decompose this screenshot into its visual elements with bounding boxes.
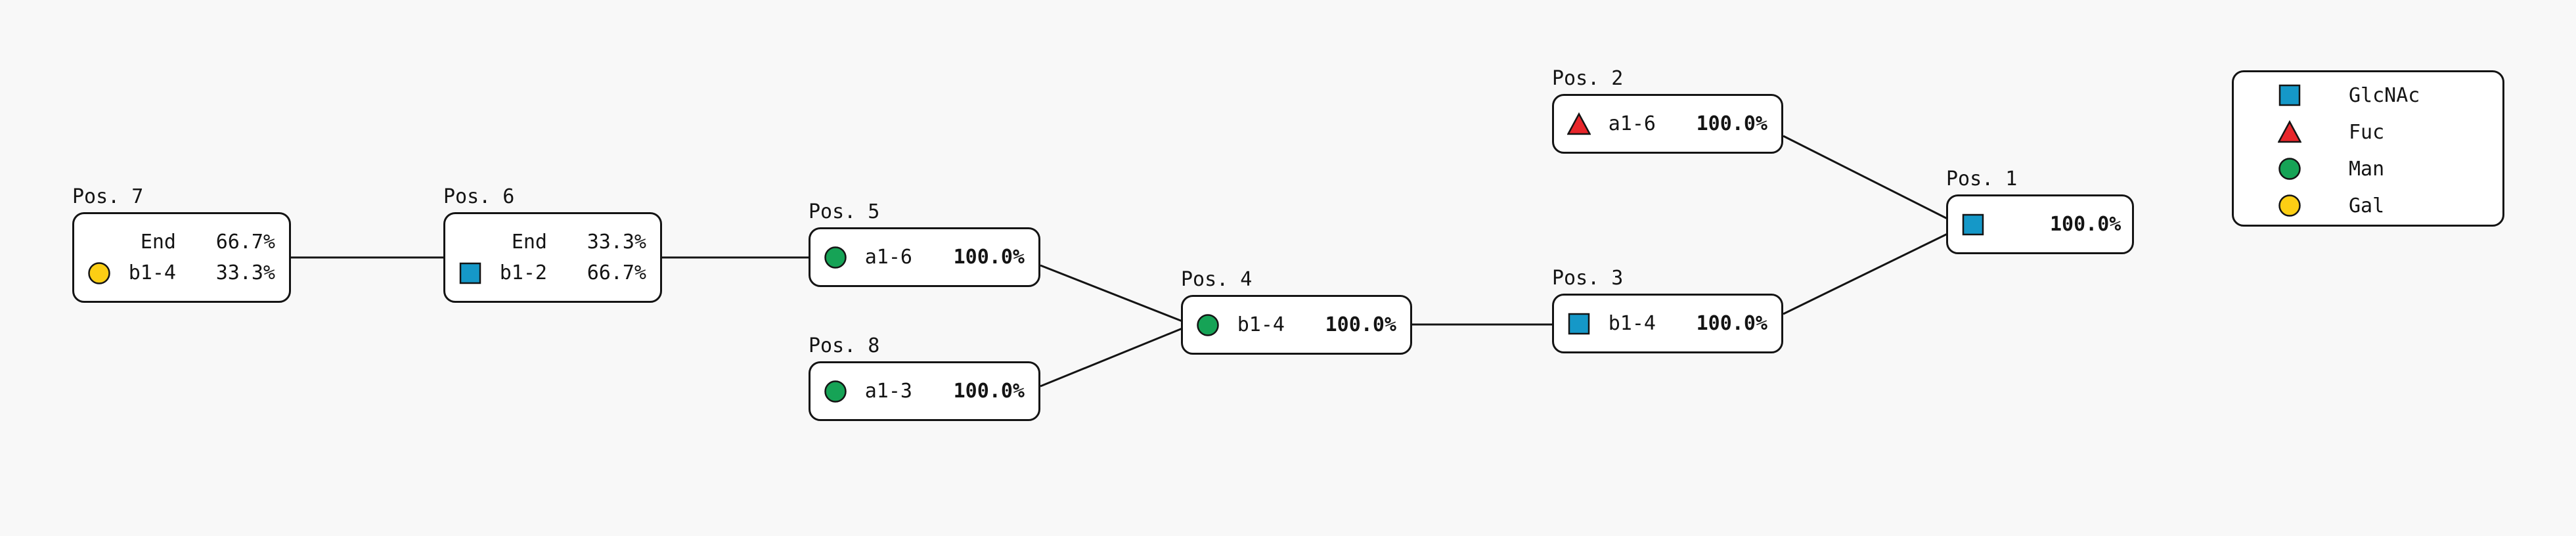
legend-item-gal: Gal — [2265, 187, 2502, 224]
node-pos-3: Pos. 3 b1-4 100.0% — [1552, 267, 1783, 353]
gal-circle-icon — [2278, 194, 2301, 217]
linkage-label: a1-6 — [1608, 112, 1656, 135]
percentage-value: 100.0% — [2050, 213, 2121, 236]
node-title: Pos. 3 — [1552, 267, 1624, 290]
node-pos-4: Pos. 4 b1-4 100.0% — [1181, 269, 1412, 355]
gal-circle-icon — [87, 261, 111, 285]
edge-pos2-pos1 — [1783, 135, 1948, 220]
node-row: b1-4 100.0% — [1183, 309, 1410, 340]
node-row: b1-4 100.0% — [1554, 308, 1781, 339]
node-box: b1-4 100.0% — [1181, 295, 1412, 355]
legend-item-glcnac: GlcNAc — [2265, 77, 2502, 114]
legend-label: Man — [2349, 157, 2385, 181]
node-row: a1-3 100.0% — [811, 376, 1038, 407]
glcnac-square-icon — [2278, 83, 2301, 107]
linkage-label: End — [140, 231, 176, 254]
node-title: Pos. 6 — [443, 185, 515, 208]
legend-label: Gal — [2349, 194, 2385, 217]
man-circle-icon — [1196, 313, 1220, 337]
node-pos-5: Pos. 5 a1-6 100.0% — [809, 201, 1040, 287]
glcnac-square-icon — [1961, 213, 1985, 236]
percentage-value: 66.7% — [215, 231, 275, 254]
percentage-value: 100.0% — [953, 380, 1025, 403]
linkage-label: b1-4 — [1608, 312, 1656, 335]
linkage-label: a1-6 — [864, 246, 912, 269]
node-box: b1-4 100.0% — [1552, 294, 1783, 353]
node-row: End 66.7% — [74, 227, 289, 257]
node-box: End 66.7% b1-4 33.3% — [72, 212, 291, 303]
node-row: a1-6 100.0% — [811, 242, 1038, 273]
node-title: Pos. 2 — [1552, 67, 1624, 90]
percentage-value: 100.0% — [953, 246, 1025, 269]
node-box: End 33.3% b1-2 66.7% — [443, 212, 662, 303]
fuc-triangle-icon — [2277, 120, 2302, 144]
edge-pos8-pos4 — [1040, 327, 1183, 388]
linkage-label: b1-4 — [1237, 313, 1285, 336]
node-pos-6: Pos. 6 End 33.3% b1-2 66.7% — [443, 186, 662, 303]
glcnac-square-icon — [458, 261, 482, 285]
legend-box: GlcNAc Fuc Man Gal — [2232, 70, 2504, 227]
glcnac-square-icon — [1567, 312, 1591, 336]
node-title: Pos. 5 — [809, 200, 880, 223]
node-title: Pos. 7 — [72, 185, 144, 208]
percentage-value: 33.3% — [215, 261, 275, 284]
node-box: a1-6 100.0% — [1552, 94, 1783, 154]
node-row: a1-6 100.0% — [1554, 108, 1781, 139]
linkage-label: a1-3 — [864, 380, 912, 403]
node-pos-7: Pos. 7 End 66.7% b1-4 33.3% — [72, 186, 291, 303]
linkage-label: b1-2 — [499, 261, 547, 284]
node-box: a1-3 100.0% — [809, 361, 1040, 421]
node-row: 100.0% — [1948, 209, 2132, 240]
node-row: b1-2 66.7% — [445, 257, 660, 288]
legend-label: GlcNAc — [2349, 83, 2420, 107]
node-title: Pos. 8 — [809, 334, 880, 357]
node-row: End 33.3% — [445, 227, 660, 257]
man-circle-icon — [2278, 157, 2301, 181]
node-pos-1: Pos. 1 100.0% — [1946, 168, 2134, 254]
linkage-label: b1-4 — [128, 261, 176, 284]
edge-pos3-pos1 — [1783, 233, 1948, 315]
percentage-value: 100.0% — [1696, 112, 1767, 135]
legend-label: Fuc — [2349, 120, 2385, 144]
legend-item-fuc: Fuc — [2265, 114, 2502, 150]
man-circle-icon — [824, 246, 847, 269]
man-circle-icon — [824, 380, 847, 403]
node-pos-8: Pos. 8 a1-3 100.0% — [809, 335, 1040, 421]
fuc-triangle-icon — [1566, 112, 1591, 136]
node-title: Pos. 1 — [1946, 168, 2018, 190]
percentage-value: 33.3% — [587, 231, 646, 254]
percentage-value: 66.7% — [587, 261, 646, 284]
node-box: 100.0% — [1946, 194, 2134, 254]
node-row: b1-4 33.3% — [74, 257, 289, 288]
percentage-value: 100.0% — [1696, 312, 1767, 335]
percentage-value: 100.0% — [1325, 313, 1396, 336]
linkage-label: End — [511, 231, 547, 254]
node-pos-2: Pos. 2 a1-6 100.0% — [1552, 68, 1783, 154]
edge-pos5-pos4 — [1040, 264, 1183, 323]
node-box: a1-6 100.0% — [809, 227, 1040, 287]
node-title: Pos. 4 — [1181, 268, 1253, 291]
legend-item-man: Man — [2265, 150, 2502, 187]
